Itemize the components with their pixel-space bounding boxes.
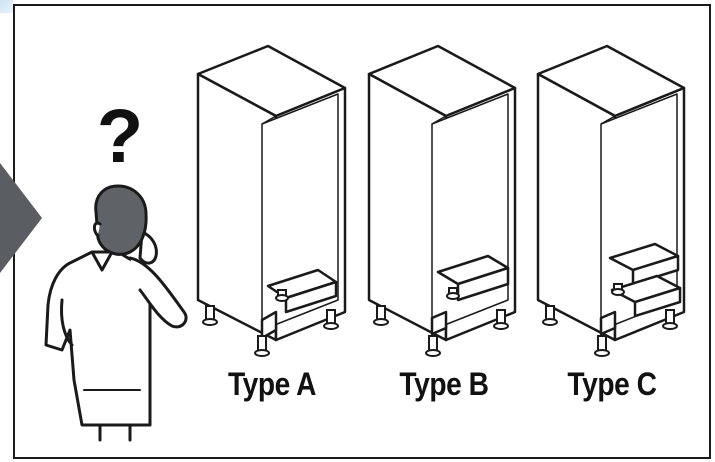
person-thinking-icon: [46, 186, 186, 440]
cabinet-type-b: [369, 46, 515, 340]
label-type-c: Type C: [550, 366, 673, 403]
cabinet-type-a: [198, 46, 345, 340]
question-mark-icon: ?: [97, 94, 143, 179]
label-type-a: Type A: [210, 366, 333, 403]
cabinet-type-c: [538, 46, 684, 340]
label-type-b: Type B: [382, 366, 505, 403]
